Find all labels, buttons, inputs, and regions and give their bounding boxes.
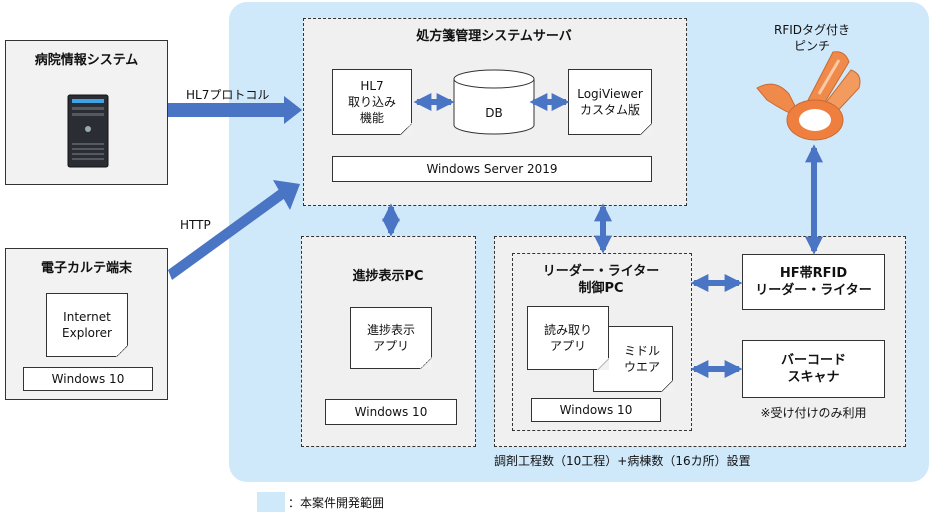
- emr-app-label: Internet Explorer: [62, 310, 112, 340]
- progress-app-doc: 進捗表示 アプリ: [350, 307, 432, 369]
- barcode-box: バーコード スキャナ: [742, 340, 885, 398]
- rw-pc-box: リーダー・ライター 制御PC ミドル ウエア 読み取り アプリ Windows …: [512, 253, 692, 431]
- rfid-rw-box: HF帯RFID リーダー・ライター: [742, 254, 885, 310]
- http-protocol-label: HTTP: [180, 218, 211, 232]
- rw-os-box: Windows 10: [531, 398, 661, 422]
- rw-os-label: Windows 10: [559, 403, 633, 417]
- hl7-arrow: [168, 96, 302, 124]
- server-box: 処方箋管理システムサーバ HL7 取り込み 機能 DB LogiViewer カ…: [303, 18, 687, 206]
- progress-os-label: Windows 10: [354, 405, 428, 419]
- logiviewer-doc: LogiViewer カスタム版: [568, 69, 652, 135]
- emr-terminal-title: 電子カルテ端末: [40, 261, 132, 276]
- read-app-label: 読み取り アプリ: [543, 323, 592, 353]
- hl7-protocol-label: HL7プロトコル: [186, 88, 270, 102]
- server-os-box: Windows Server 2019: [332, 156, 652, 182]
- tweezers-label: RFIDタグ付き ピンチ: [773, 23, 851, 53]
- rfid-rw-title: HF帯RFID リーダー・ライター: [755, 266, 872, 298]
- emr-os-label: Windows 10: [51, 372, 125, 386]
- barcode-title: バーコード スキャナ: [780, 353, 846, 385]
- progress-pc-box: 進捗表示PC 進捗表示 アプリ Windows 10: [301, 236, 476, 447]
- progress-os-box: Windows 10: [325, 399, 457, 425]
- server-tower-icon: [67, 94, 109, 168]
- database-icon: [453, 69, 535, 135]
- legend-swatch: [257, 492, 285, 512]
- rw-pc-title: リーダー・ライター 制御PC: [542, 264, 660, 296]
- legend-text: ：本案件開発範囲: [288, 496, 385, 510]
- progress-app-label: 進捗表示 アプリ: [366, 323, 415, 353]
- emr-app-doc: Internet Explorer: [46, 293, 128, 357]
- rfid-pinch-icon: [756, 51, 861, 141]
- progress-pc-title: 進捗表示PC: [352, 269, 424, 284]
- read-app-doc: 読み取り アプリ: [527, 306, 609, 370]
- server-title: 処方箋管理システムサーバ: [416, 29, 572, 44]
- logiviewer-label: LogiViewer カスタム版: [577, 87, 643, 117]
- server-os-label: Windows Server 2019: [426, 162, 558, 176]
- hospital-system-title: 病院情報システム: [34, 53, 139, 68]
- hl7-module-doc: HL7 取り込み 機能: [332, 69, 412, 135]
- db-label: DB: [485, 106, 503, 120]
- barcode-note: ※受け付けのみ利用: [760, 406, 867, 420]
- hl7-module-label: HL7 取り込み 機能: [347, 79, 396, 125]
- hospital-system-box: 病院情報システム: [5, 40, 168, 185]
- http-arrow: [168, 180, 300, 280]
- emr-os-box: Windows 10: [23, 367, 153, 391]
- installation-note: 調剤工程数（10工程）+病棟数（16カ所）設置: [494, 454, 751, 468]
- emr-terminal-box: 電子カルテ端末 Internet Explorer Windows 10: [5, 248, 168, 400]
- middleware-label: ミドル ウエア: [623, 344, 660, 374]
